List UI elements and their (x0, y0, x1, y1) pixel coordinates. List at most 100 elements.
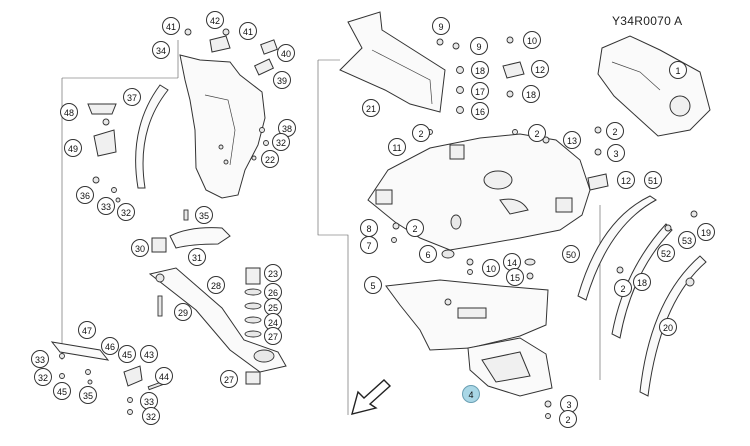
callout-46: 46 (101, 337, 119, 355)
block-part-12 (502, 61, 525, 79)
callout-32c: 32 (34, 368, 52, 386)
callout-1: 1 (669, 61, 687, 79)
callout-6: 6 (419, 245, 437, 263)
callout-27: 27 (264, 327, 282, 345)
callout-45: 45 (118, 345, 136, 363)
callout-28: 28 (207, 276, 225, 294)
callout-35b: 35 (79, 386, 97, 404)
callout-33b: 33 (31, 350, 49, 368)
callout-2e: 2 (614, 279, 632, 297)
callout-19: 19 (697, 223, 715, 241)
callout-23: 23 (264, 264, 282, 282)
callout-2: 2 (412, 124, 430, 142)
callout-32b: 32 (117, 203, 135, 221)
strip-part-50 (577, 195, 657, 301)
washer-part-24 (244, 316, 262, 324)
callout-9b: 9 (470, 37, 488, 55)
drawing-code: Y34R0070 A (612, 14, 683, 28)
callout-8: 8 (360, 219, 378, 237)
callout-3: 3 (607, 144, 625, 162)
callout-31: 31 (188, 248, 206, 266)
callout-40: 40 (277, 44, 295, 62)
callout-39: 39 (273, 71, 291, 89)
link-part-47 (50, 341, 110, 361)
callout-2c: 2 (606, 122, 624, 140)
callout-36: 36 (76, 186, 94, 204)
callout-49: 49 (64, 139, 82, 157)
callout-47: 47 (78, 321, 96, 339)
latch-part-49 (93, 129, 117, 157)
bracket-part-21 (339, 11, 446, 113)
callout-18b: 18 (522, 85, 540, 103)
callout-21: 21 (362, 99, 380, 117)
callout-44: 44 (155, 367, 173, 385)
callout-5: 5 (364, 276, 382, 294)
callout-32: 32 (272, 133, 290, 151)
callout-3b: 3 (560, 395, 578, 413)
callout-34: 34 (152, 41, 170, 59)
callout-25: 25 (264, 298, 282, 316)
callout-51: 51 (644, 171, 662, 189)
callout-18: 18 (471, 61, 489, 79)
callout-29: 29 (174, 303, 192, 321)
callout-37: 37 (123, 88, 141, 106)
washer-part-27 (244, 330, 262, 338)
callout-30: 30 (131, 239, 149, 257)
pin-part-29 (157, 295, 163, 317)
screw-part-35 (183, 209, 189, 221)
callout-32d: 32 (142, 407, 160, 425)
callout-35: 35 (195, 206, 213, 224)
callout-12b: 12 (617, 171, 635, 189)
assembly-frame-middle (317, 60, 349, 415)
callout-22: 22 (261, 150, 279, 168)
callout-2d: 2 (406, 219, 424, 237)
bracket-part-40 (260, 39, 278, 55)
callout-27b: 27 (220, 370, 238, 388)
main-housing-part-11 (367, 133, 591, 251)
clip-part-39 (253, 58, 275, 76)
callout-41b: 41 (239, 22, 257, 40)
callout-41: 41 (162, 17, 180, 35)
callout-15: 15 (506, 268, 524, 286)
latch-part-43 (123, 365, 143, 387)
bushing-part-23 (245, 267, 261, 285)
callout-10b: 10 (482, 259, 500, 277)
callout-43: 43 (140, 345, 158, 363)
callout-45b: 45 (53, 382, 71, 400)
callout-2f: 2 (559, 410, 577, 428)
bushing-part-27-lower (245, 371, 261, 385)
callout-48: 48 (60, 103, 78, 121)
callout-20: 20 (659, 318, 677, 336)
washer-part-25 (244, 302, 262, 310)
callout-12: 12 (531, 60, 549, 78)
callout-4-highlighted: 4 (462, 385, 480, 403)
callout-16: 16 (471, 102, 489, 120)
callout-53: 53 (678, 231, 696, 249)
guide-strip-part-37 (135, 84, 169, 189)
callout-52: 52 (657, 244, 675, 262)
callout-2b: 2 (528, 124, 546, 142)
callout-17: 17 (471, 82, 489, 100)
knob-part-48 (87, 103, 117, 115)
callout-9: 9 (432, 17, 450, 35)
direction-arrow (351, 379, 392, 415)
callout-13: 13 (563, 131, 581, 149)
callout-10: 10 (523, 31, 541, 49)
bracket-part-30 (151, 237, 167, 253)
callout-18c: 18 (633, 273, 651, 291)
callout-11: 11 (388, 138, 406, 156)
cap-part-42 (209, 35, 231, 53)
assembly-overview-part-1 (597, 35, 711, 137)
callout-42: 42 (206, 11, 224, 29)
callout-7: 7 (360, 236, 378, 254)
side-plate-part-34 (179, 54, 266, 199)
washer-part-26 (244, 288, 262, 296)
callout-33: 33 (97, 197, 115, 215)
arm-part-28 (148, 267, 287, 373)
callout-50: 50 (562, 245, 580, 263)
block-part-12-lower (587, 173, 609, 191)
bolt-part-41 (184, 28, 192, 36)
handle-part-31 (169, 227, 231, 249)
